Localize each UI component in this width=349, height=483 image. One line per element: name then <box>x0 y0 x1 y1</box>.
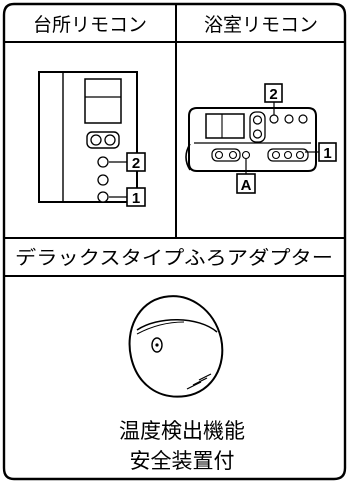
bath-callout-2: 2 <box>269 86 277 103</box>
kitchen-display <box>84 78 122 124</box>
bath-button-group-right <box>267 148 309 162</box>
bath-button-group-left <box>211 148 241 162</box>
kitchen-remote-illustration <box>38 71 138 203</box>
bath-display <box>205 113 245 139</box>
kitchen-callout-1: 1 <box>132 190 140 207</box>
kitchen-callout-2-box <box>126 152 146 172</box>
bath-callout-1: 1 <box>323 145 331 162</box>
bathroom-remote-header: 浴室リモコン <box>204 14 318 36</box>
kitchen-callout-2: 2 <box>132 155 140 172</box>
kitchen-button-pair <box>86 131 120 149</box>
kitchen-button-top <box>97 156 109 168</box>
bath-adapter-illustration <box>128 295 224 398</box>
adapter-header: デラックスタイプふろアダプター <box>15 247 333 269</box>
kitchen-button-middle <box>97 174 109 186</box>
bath-callout-1-box <box>318 142 337 162</box>
bath-callout-a-box <box>236 173 256 194</box>
bath-callout-a: A <box>241 177 252 194</box>
kitchen-callout-1-box <box>126 187 146 207</box>
feature-temperature-detection: 温度検出機能 <box>119 419 245 443</box>
kitchen-button-bottom <box>97 191 109 203</box>
bathroom-remote-illustration <box>185 102 319 174</box>
bath-callout-2-box <box>264 83 283 103</box>
kitchen-remote-header: 台所リモコン <box>33 14 147 36</box>
feature-safety-device: 安全装置付 <box>130 449 235 473</box>
